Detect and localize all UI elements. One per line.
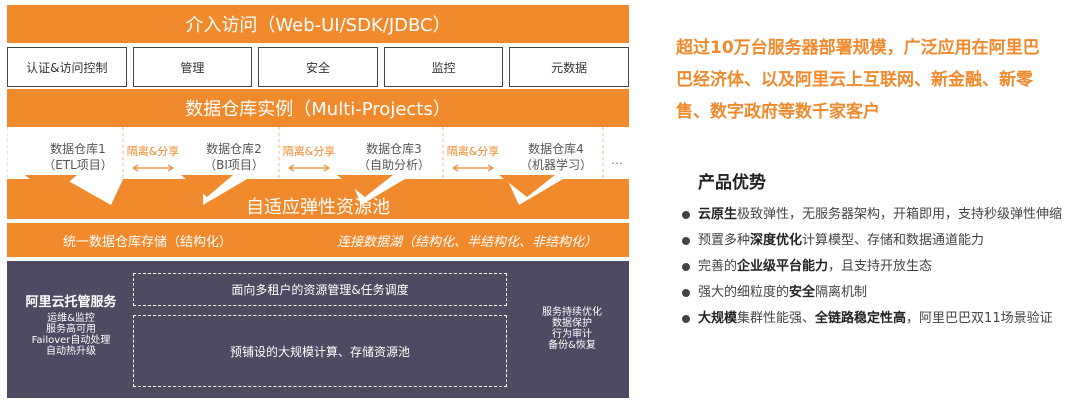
warehouse-4-name: 数据仓库4 [528,142,584,156]
warehouse-1-type: （ETL项目） [43,158,113,172]
managed-item: Failover自动处理 [31,335,111,346]
access-layer-bar: 介入访问（Web-UI/SDK/JDBC） [7,5,629,43]
advantages-title: 产品优势 [698,173,766,193]
capability-security: 安全 [258,47,378,87]
architecture-diagram: 介入访问（Web-UI/SDK/JDBC） 认证&访问控制 管理 安全 监控 元… [7,5,629,398]
service-item: 数据保护 [552,318,592,329]
capability-row: 认证&访问控制 管理 安全 监控 元数据 [7,47,629,87]
service-item: 服务持续优化 [542,307,602,318]
managed-service-title: 阿里云托管服务 [25,295,117,310]
instance-layer-bar: 数据仓库实例（Multi-Projects） [7,89,629,127]
double-arrow-icon [132,164,174,172]
managed-service-block: 阿里云托管服务 运维&监控 服务高可用 Failover自动处理 自动热升级 面… [7,261,629,398]
capability-management: 管理 [132,47,253,87]
isolation-label-3: 隔离&分享 [446,145,500,158]
instance-layer-label: 数据仓库实例（Multi-Projects） [185,99,451,120]
advantage-bold: 企业级平台能力 [737,259,829,274]
unified-storage-label: 统一数据仓库存储（结构化） [63,235,233,250]
managed-item: 自动热升级 [46,346,96,357]
capability-auth: 认证&访问控制 [7,47,127,87]
double-arrow-icon [452,164,494,172]
warehouse-1-name: 数据仓库1 [50,142,106,156]
service-item: 行为审计 [552,329,592,340]
warehouse-2-name: 数据仓库2 [206,142,262,156]
bullet-icon [682,315,690,323]
headline-text: 超过10万台服务器部署规模，广泛应用在阿里巴巴经济体、以及阿里云上互联网、新金融… [676,38,1040,122]
advantage-text: 预置多种 [698,233,751,248]
advantage-item: 大规模集群性能强、全链路稳定性高，阿里巴巴双11场景验证 [680,306,1075,332]
advantage-text: 极致弹性，无服务器架构，开箱即用，支持秒级弹性伸缩 [737,207,1063,222]
advantage-bold: 大规模 [698,311,738,326]
more-ellipsis: … [611,153,623,167]
elastic-pool-shape [7,127,629,219]
capability-metadata: 元数据 [509,47,629,87]
tenant-scheduling-box: 面向多租户的资源管理&任务调度 [133,273,507,306]
storage-bar: 统一数据仓库存储（结构化） 连接数据湖（结构化、半结构化、非结构化） [7,223,629,257]
bullet-icon [682,289,690,297]
advantage-item: 完善的企业级平台能力，且支持开放生态 [680,254,1075,280]
advantage-text: 完善的 [698,259,738,274]
service-item: 备份&恢复 [548,340,596,351]
advantage-text: 隔离机制 [815,285,868,300]
advantage-text: ，且支持开放生态 [828,259,933,274]
access-layer-label: 介入访问（Web-UI/SDK/JDBC） [185,15,451,36]
managed-service-list: 运维&监控 服务高可用 Failover自动处理 自动热升级 [21,313,121,357]
advantage-bold: 云原生 [698,207,738,222]
managed-item: 服务高可用 [46,324,96,335]
bullet-icon [682,263,690,271]
warehouse-3-name: 数据仓库3 [366,142,422,156]
advantage-text: 集群性能强、 [737,311,816,326]
tenant-scheduling-label: 面向多租户的资源管理&任务调度 [231,283,409,297]
advantage-text: 强大的细粒度的 [698,285,790,300]
warehouse-4-type: （机器学习） [519,158,592,172]
advantage-text: ，阿里巴巴双11场景验证 [906,311,1053,326]
advantage-item: 强大的细粒度的安全隔离机制 [680,280,1075,306]
capability-monitoring: 监控 [383,47,504,87]
advantage-item: 预置多种深度优化计算模型、存储和数据通道能力 [680,228,1075,254]
elastic-pool-label: 自适应弹性资源池 [246,197,390,218]
advantage-text: 计算模型、存储和数据通道能力 [802,233,985,248]
advantage-bold: 安全 [789,285,816,300]
data-lake-label: 连接数据湖（结构化、半结构化、非结构化） [337,235,598,250]
advantage-bold: 全链路稳定性高 [815,311,907,326]
advantage-bold: 深度优化 [750,233,803,248]
double-arrow-icon [288,164,330,172]
preset-pool-box: 预铺设的大规模计算、存储资源池 [133,315,507,387]
warehouse-2: 数据仓库2 （BI项目） [189,141,279,173]
warehouse-3-type: （自助分析） [357,158,430,172]
advantage-item: 云原生极致弹性，无服务器架构，开箱即用，支持秒级弹性伸缩 [680,202,1075,228]
managed-item: 运维&监控 [47,313,95,324]
warehouse-1: 数据仓库1 （ETL项目） [33,141,123,173]
bullet-icon [682,237,690,245]
isolation-label-1: 隔离&分享 [126,145,180,158]
isolation-label-2: 隔离&分享 [282,145,336,158]
bullet-icon [682,211,690,219]
service-feature-list: 服务持续优化 数据保护 行为审计 备份&恢复 [527,307,617,351]
advantages-list: 云原生极致弹性，无服务器架构，开箱即用，支持秒级弹性伸缩 预置多种深度优化计算模… [680,202,1075,332]
warehouse-2-type: （BI项目） [204,158,264,172]
warehouse-3: 数据仓库3 （自助分析） [349,141,439,173]
warehouse-zone: 数据仓库1 （ETL项目） 隔离&分享 数据仓库2 （BI项目） 隔离&分享 数… [7,127,629,219]
preset-pool-label: 预铺设的大规模计算、存储资源池 [229,344,410,359]
warehouse-4: 数据仓库4 （机器学习） [511,141,601,173]
